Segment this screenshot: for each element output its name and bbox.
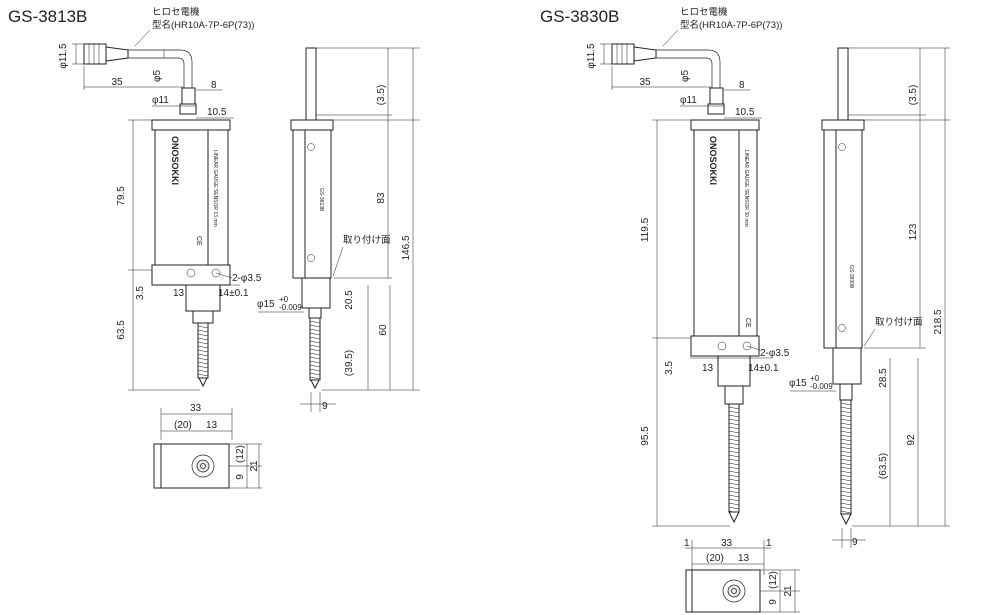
dim-offset: 8 — [211, 80, 217, 91]
dim-spindle-travel: (39.5) — [344, 350, 355, 376]
dim-stem-dia: φ11 — [680, 95, 697, 106]
sensor-label: LINEAR GAUGE SENSOR 13 mm — [212, 150, 218, 227]
dim-base-width: 33 — [190, 403, 202, 414]
dim-top-gap: (3.5) — [908, 85, 919, 106]
spindle-spring — [309, 317, 321, 381]
dim-base-lower: 9 — [235, 474, 246, 480]
connector: ヒロセ電機 型名(HR10A-7P-6P(73)) — [83, 6, 254, 115]
dim-cable-length: 35 — [111, 77, 123, 88]
front-view: ONOSOKKI LINEAR GAUGE SENSOR 30 mm CE — [690, 119, 760, 524]
dim-hole-pitch: 13 — [173, 288, 185, 299]
dim-spindle-travel: (63.5) — [878, 453, 889, 479]
dim-base-half: (12) — [235, 445, 246, 463]
dim-base-width: 33 — [721, 538, 733, 549]
ce-mark: CE — [195, 236, 202, 246]
connector: ヒロセ電機 型名(HR10A-7P-6P(73)) — [611, 6, 782, 115]
brand-logo: ONOSOKKI — [708, 136, 718, 185]
mount-face-label: 取り付け面 — [875, 317, 923, 328]
bottom-view: 1 1 33 (20) 13 (12) 9 21 — [684, 538, 800, 613]
dim-body-length: 119.5 — [640, 217, 651, 242]
dim-cable-dia: φ5 — [680, 70, 691, 82]
dim-lower-length: 60 — [378, 324, 389, 336]
bottom-view: 33 (20) 13 (12) 9 21 — [153, 403, 262, 489]
dim-spindle-length: 95.5 — [640, 426, 651, 446]
dim-mount-holes: 2-φ3.5 — [760, 348, 790, 359]
sensor-label: LINEAR GAUGE SENSOR 30 mm — [743, 150, 749, 227]
dim-body-length: 79.5 — [116, 186, 127, 206]
connector-maker-label: ヒロセ電機 — [152, 6, 200, 18]
dim-edge-left: 1 — [684, 538, 690, 549]
dim-base-offset: (20) — [706, 553, 724, 564]
dim-edge-right: 1 — [766, 538, 772, 549]
dim-base-depth: 21 — [783, 585, 794, 597]
dim-cable-length: 35 — [639, 77, 651, 88]
mount-face-label: 取り付け面 — [343, 235, 391, 246]
front-dimensions: 119.5 3.5 13 14±0.1 95.5 2-φ3.5 — [640, 119, 790, 527]
front-view: ONOSOKKI LINEAR GAUGE SENSOR 13 mm CE — [151, 119, 231, 388]
dim-spindle-length: 63.5 — [116, 320, 127, 340]
side-dimensions: (3.5) 83 146.5 20.5 60 (39.5) 9 取り付け面 φ1… — [257, 47, 420, 412]
brand-logo: ONOSOKKI — [170, 136, 180, 185]
dim-base-center: 13 — [206, 420, 218, 431]
model-gs-3830b: GS-3830B ヒロセ電機 型名(HR10A-7P-6P(73)) φ11.5… — [540, 6, 950, 613]
dim-base-center: 13 — [738, 553, 750, 564]
dim-cable-dia: φ5 — [152, 70, 163, 82]
stem-tol-lower: -0.009 — [279, 303, 302, 312]
stem-tol-upper: +0 — [279, 295, 289, 304]
connector-maker-label: ヒロセ電機 — [680, 6, 728, 18]
dim-total-length: 146.5 — [401, 235, 412, 260]
stem-tol-upper: +0 — [810, 374, 820, 383]
dim-stem-dia: φ11 — [152, 95, 169, 106]
dim-top-offset: 10.5 — [207, 107, 227, 118]
dim-stem-length: 28.5 — [878, 368, 889, 388]
side-label: GS-3813B — [318, 188, 324, 212]
dim-total-length: 218.5 — [933, 309, 944, 334]
model-title: GS-3813B — [8, 7, 87, 26]
dim-base-depth: 21 — [249, 460, 260, 472]
dim-mount-holes: 2-φ3.5 — [232, 273, 262, 284]
side-view: GS-3813B — [290, 47, 392, 390]
stem-tol-lower: -0.009 — [810, 382, 833, 391]
dim-hole-offset: 3.5 — [135, 286, 146, 300]
spindle-spring — [197, 322, 209, 379]
stem-diameter: φ15 — [257, 299, 275, 310]
dim-side-body: 83 — [376, 192, 387, 204]
side-dimensions: (3.5) 123 218.5 28.5 92 (63.5) 9 取り付け面 φ… — [789, 47, 950, 548]
dim-top-offset: 10.5 — [735, 107, 755, 118]
spindle-spring — [728, 403, 740, 514]
dim-lower-length: 92 — [906, 434, 917, 446]
dim-base-half: (12) — [768, 571, 779, 589]
dim-hole-spacing: 14±0.1 — [218, 288, 249, 299]
dim-hole-offset: 3.5 — [664, 361, 675, 375]
dim-stem-length: 20.5 — [344, 290, 355, 310]
dim-tip-width: 9 — [322, 401, 328, 412]
top-dimensions: φ11.5 35 φ5 8 φ11 10.5 — [58, 43, 234, 119]
dim-connector-dia: φ11.5 — [586, 43, 597, 69]
dim-offset: 8 — [739, 80, 745, 91]
dim-tip-width: 9 — [852, 537, 858, 548]
spindle-spring — [840, 399, 852, 515]
dim-base-offset: (20) — [174, 420, 192, 431]
top-dimensions: φ11.5 35 φ5 8 φ11 10.5 — [586, 43, 762, 119]
stem-diameter: φ15 — [789, 378, 807, 389]
dim-side-body: 123 — [908, 223, 919, 240]
model-gs-3813b: GS-3813B ヒロセ電機 型名(HR10A-7P-6P(73)) φ11.5… — [8, 6, 420, 489]
dim-connector-dia: φ11.5 — [58, 43, 69, 69]
dim-top-gap: (3.5) — [376, 85, 387, 106]
dim-base-lower: 9 — [768, 599, 779, 605]
connector-model-label: 型名(HR10A-7P-6P(73)) — [680, 19, 782, 31]
side-label: GS-3830B — [848, 265, 854, 289]
ce-mark: CE — [744, 318, 751, 328]
connector-model-label: 型名(HR10A-7P-6P(73)) — [152, 19, 254, 31]
dim-hole-spacing: 14±0.1 — [748, 363, 779, 374]
side-view: GS-3830B — [821, 47, 926, 526]
front-dimensions: 79.5 3.5 13 14±0.1 63.5 2-φ3.5 — [116, 119, 262, 391]
model-title: GS-3830B — [540, 7, 619, 26]
dim-hole-pitch: 13 — [702, 363, 714, 374]
